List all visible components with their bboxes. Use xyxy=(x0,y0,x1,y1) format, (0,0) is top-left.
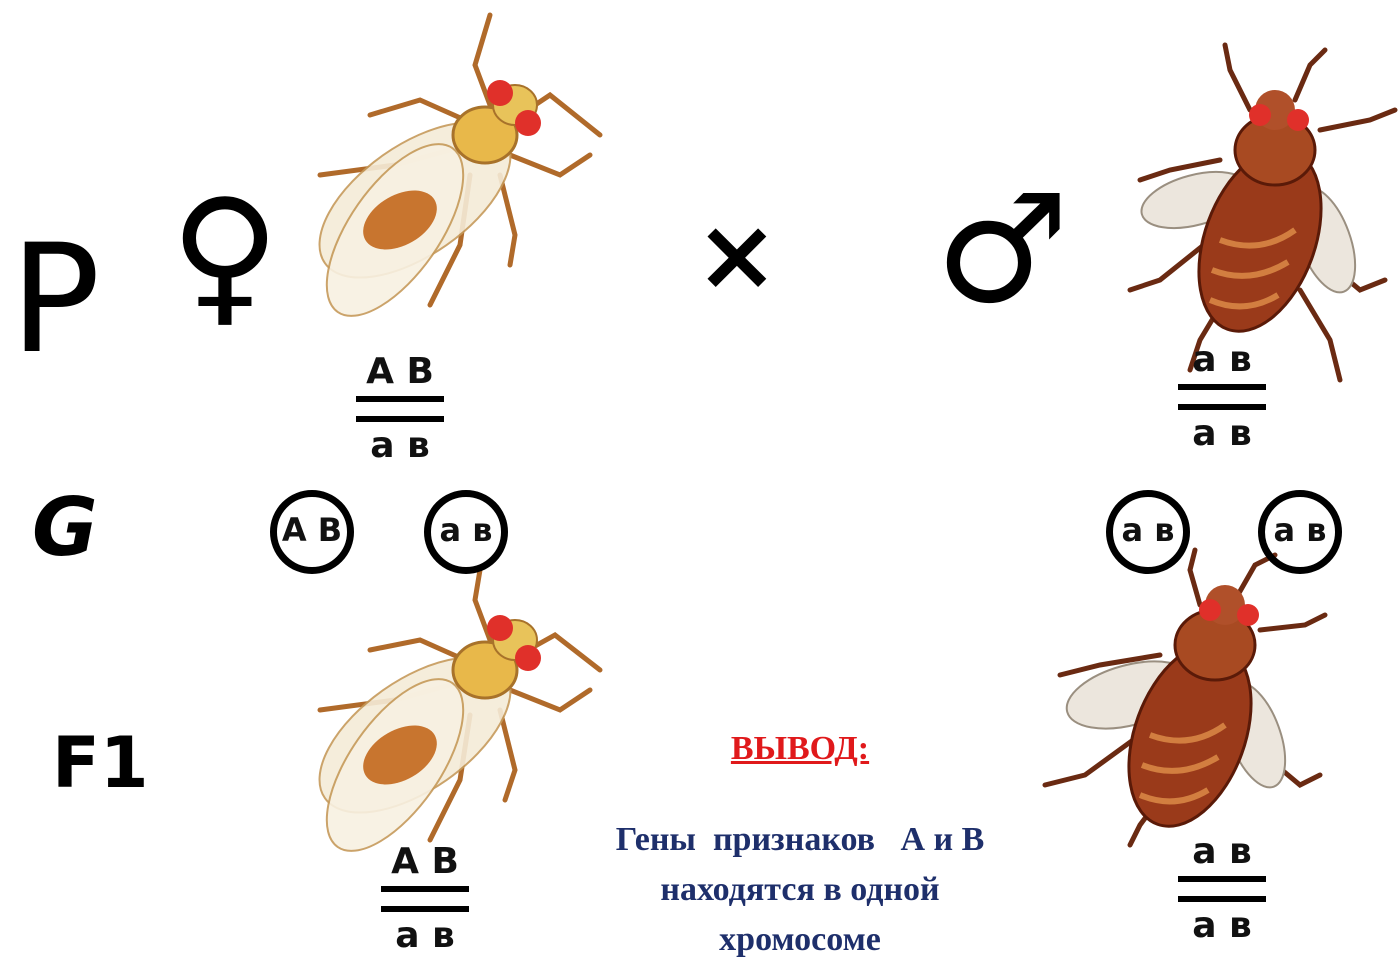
genotype-bottom-allele: а в xyxy=(350,426,450,466)
chromosome-line xyxy=(1178,384,1266,390)
genotype-top-allele: а в xyxy=(1172,340,1272,380)
chromosome-line xyxy=(381,906,469,912)
genotype-parent-male: а в а в xyxy=(1172,340,1272,454)
male-symbol-icon: ♂ xyxy=(935,165,1069,335)
chromosome-line xyxy=(1178,404,1266,410)
mutant-fly-icon xyxy=(1030,545,1330,845)
conclusion-line: находятся в одной xyxy=(560,865,1040,915)
gamete-circle: а в xyxy=(1106,490,1190,574)
chromosome-line xyxy=(356,396,444,402)
genotype-offspring-2: а в а в xyxy=(1172,832,1272,946)
gamete-circle: а в xyxy=(424,490,508,574)
genotype-top-allele: А В xyxy=(375,842,475,882)
wild-type-fly-icon xyxy=(300,5,620,325)
gamete-circle: а в xyxy=(1258,490,1342,574)
label-parents: P xyxy=(10,215,100,385)
genotype-bottom-allele: а в xyxy=(1172,414,1272,454)
conclusion-title: ВЫВОД: xyxy=(660,730,940,768)
chromosome-line xyxy=(1178,896,1266,902)
female-symbol-icon: ♀ xyxy=(170,170,280,340)
conclusion-line: Гены признаков А и В xyxy=(560,815,1040,865)
gamete-circle: А В xyxy=(270,490,354,574)
conclusion-text: Гены признаков А и В находятся в одной х… xyxy=(560,815,1040,965)
genotype-offspring-1: А В а в xyxy=(375,842,475,956)
genotype-top-allele: А В xyxy=(350,352,450,392)
wild-type-fly-icon xyxy=(300,550,620,850)
genotype-bottom-allele: а в xyxy=(375,916,475,956)
conclusion-line: хромосоме xyxy=(560,915,1040,965)
chromosome-line xyxy=(381,886,469,892)
cross-icon: × xyxy=(695,205,779,305)
genotype-top-allele: а в xyxy=(1172,832,1272,872)
genotype-parent-female: А В а в xyxy=(350,352,450,466)
genotype-bottom-allele: а в xyxy=(1172,906,1272,946)
label-gametes: G xyxy=(32,478,98,578)
chromosome-line xyxy=(356,416,444,422)
mutant-fly-icon xyxy=(1100,40,1398,380)
label-offspring: F1 xyxy=(52,718,149,808)
chromosome-line xyxy=(1178,876,1266,882)
